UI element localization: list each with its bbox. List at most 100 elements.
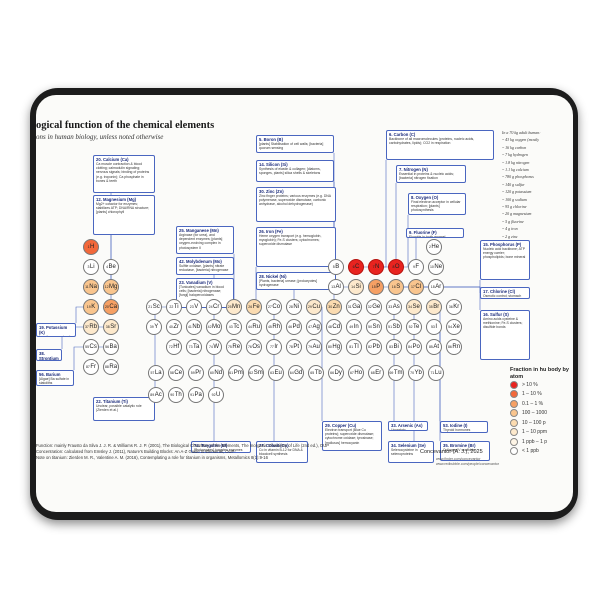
function-box-title: 8. Oxygen (O): [411, 195, 439, 200]
element-symbol: Br: [433, 304, 440, 310]
legend-swatch: [510, 399, 518, 408]
composition-line: ~ 4 g iron: [502, 226, 518, 232]
element-number: 61: [229, 371, 234, 375]
element-symbol: Au: [312, 344, 320, 350]
element-number: 28: [288, 305, 293, 309]
element-number: 13: [331, 285, 336, 289]
legend-row: < 1 ppb: [510, 447, 572, 457]
function-box-title: 28. Nickel (Ni): [259, 274, 287, 279]
element-number: 8: [392, 265, 395, 269]
element-number: 20: [104, 305, 109, 309]
element-number: 52: [408, 325, 413, 329]
function-box-body: [plants] Stabilisation of cell walls; [b…: [259, 142, 324, 151]
function-box-title: 17. Chlorine (Cl): [483, 289, 516, 294]
element-symbol: Ne: [434, 264, 443, 270]
composition-line: ~ 1.8 kg nitrogen: [502, 159, 530, 165]
element-symbol: Mo: [212, 324, 221, 330]
function-box-title: 22. Titanium (Ti): [96, 399, 128, 404]
element-symbol: Tb: [314, 370, 322, 376]
element-number: 2: [428, 245, 431, 249]
element-number: 41: [187, 325, 192, 329]
legend-swatch: [510, 437, 518, 446]
element-number: 6: [352, 265, 355, 269]
element-symbol: Pd: [292, 324, 300, 330]
element-symbol: Kr: [453, 304, 460, 310]
function-box-s: 16. Sulfur (S)Amino acids cysteine & met…: [480, 310, 530, 360]
function-box-body: Arginase (for urea), and dependent enzym…: [179, 233, 223, 250]
function-box-title: 26. Iron (Fe): [259, 229, 283, 234]
element-symbol: Fe: [252, 304, 260, 310]
element-symbol: C: [355, 264, 360, 270]
element-symbol: Ar: [435, 284, 442, 290]
element-symbol: H: [90, 244, 95, 250]
function-box-title: 74. Tungsten (W): [194, 443, 228, 448]
element-symbol: Th: [174, 392, 182, 398]
function-box-se: 34. Selenium (Se)Selenocysteine in selen…: [388, 441, 434, 463]
function-box-mn: 25. Manganese (Mn)Arginase (for urea), a…: [176, 226, 234, 254]
function-box-o: 8. Oxygen (O)Final electron acceptor in …: [408, 193, 466, 215]
element-number: 17: [410, 285, 415, 289]
element-symbol: Cl: [415, 284, 422, 290]
element-number: 84: [408, 345, 413, 349]
legend-row: > 10 %: [510, 380, 572, 390]
element-number: 31: [347, 305, 352, 309]
element-symbol: Cr: [213, 304, 220, 310]
element-symbol: Hg: [332, 344, 341, 350]
function-box-body: Unclear, possible catalytic role (Zierde…: [96, 404, 142, 413]
element-symbol: Tm: [393, 370, 403, 376]
function-box-title: 42. Molybdenum (Mo): [179, 259, 222, 264]
function-box-i: 53. Iodine (I)Thyroid hormones: [440, 421, 488, 433]
legend-swatch: [510, 447, 518, 456]
element-number: 67: [349, 371, 354, 375]
function-box-n: 7. Nitrogen (N)Essential in proteins & n…: [396, 165, 466, 183]
function-box-body: Ion of nervous signals: [39, 335, 72, 337]
element-symbol: Y: [154, 324, 159, 330]
element-symbol: In: [353, 324, 359, 330]
element-number: 38: [105, 325, 110, 329]
function-box-title: 12. Magnesium (Mg): [96, 197, 137, 202]
element-number: 42: [207, 325, 212, 329]
element-symbol: Ni: [293, 304, 300, 310]
element-number: 34: [408, 305, 413, 309]
element-symbol: Er: [375, 370, 382, 376]
element-symbol: Rn: [452, 344, 461, 350]
element-symbol: Bi: [393, 344, 399, 350]
function-box-title: 23. Vanadium (V): [179, 280, 213, 285]
function-box-title: 56. Barium: [39, 372, 61, 377]
element-number: 73: [188, 345, 193, 349]
printed-chart-surface: ogical function of the chemical elements…: [36, 95, 573, 512]
element-number: 40: [168, 325, 173, 329]
author-urls: www.finder.com/concevantor www.redbubble…: [436, 457, 500, 466]
element-symbol: Ca: [109, 304, 118, 310]
function-box-body: Co in vitamin B-12 for DNA & bloodcell s…: [259, 448, 303, 457]
element-number: 30: [328, 305, 333, 309]
element-number: 91: [190, 393, 195, 397]
element-symbol: Ir: [274, 344, 279, 350]
function-box-title: 15. Phosphorus (P): [483, 242, 522, 247]
chart-title: ogical function of the chemical elements: [36, 120, 215, 131]
element-number: 58: [169, 371, 174, 375]
element-symbol: Lu: [434, 370, 442, 376]
element-number: 47: [308, 325, 313, 329]
legend-row: 1 – 10 %: [510, 390, 572, 400]
element-number: 16: [391, 285, 396, 289]
